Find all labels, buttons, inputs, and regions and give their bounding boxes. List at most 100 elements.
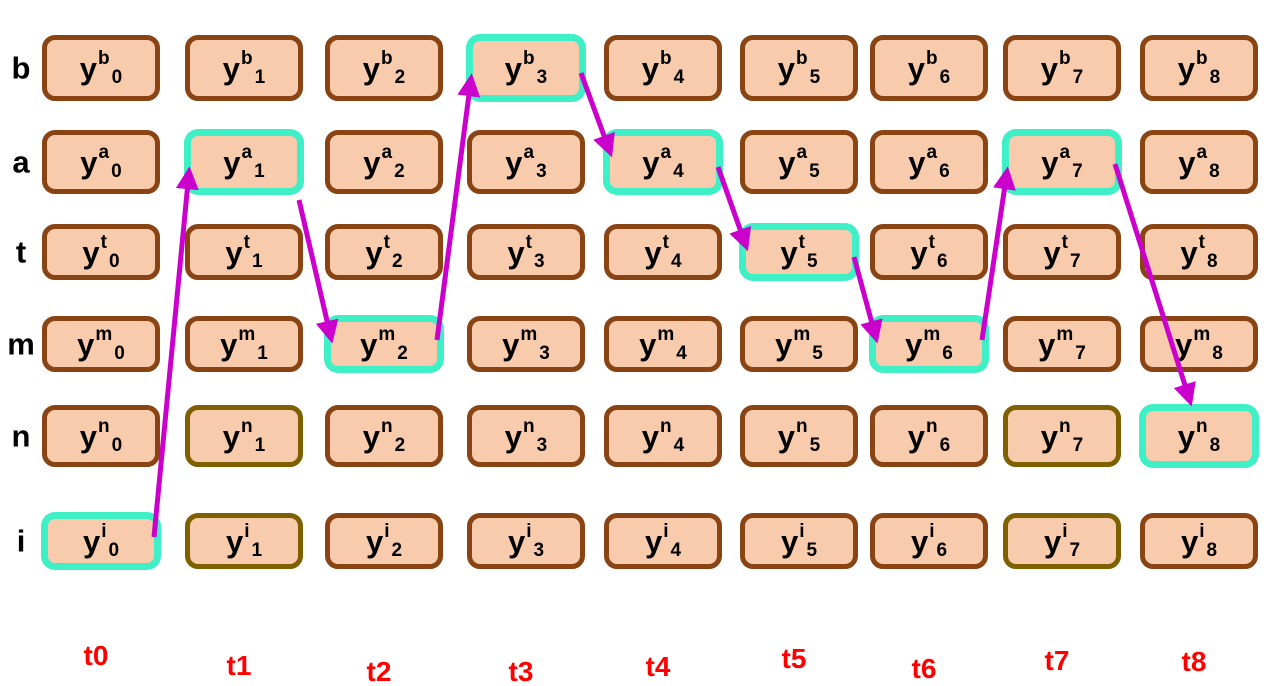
cell-subscript: 6	[937, 250, 948, 272]
time-label-t5: t5	[781, 643, 807, 674]
cell-base-symbol: y	[1041, 144, 1059, 180]
cell-base-symbol: y	[641, 50, 660, 86]
cell-base-symbol: y	[363, 144, 381, 180]
cell-superscript: m	[1193, 323, 1211, 345]
cell-subscript: 3	[536, 434, 548, 456]
cell-base-symbol: y	[910, 234, 928, 270]
row-label-m: m	[7, 326, 35, 362]
cell-superscript: i	[1062, 520, 1068, 542]
cell-base-symbol: y	[641, 418, 660, 454]
cell-superscript: i	[1199, 520, 1205, 542]
cell-subscript: 5	[809, 434, 821, 456]
cell-base-symbol: y	[505, 144, 523, 180]
cell-superscript: m	[95, 323, 113, 345]
row-label-b: b	[11, 50, 31, 86]
cell-subscript: 2	[391, 539, 403, 561]
cell-superscript: m	[793, 323, 811, 345]
cell-subscript: 2	[392, 250, 403, 272]
cell-base-symbol: y	[502, 326, 520, 362]
cell-base-symbol: y	[223, 144, 241, 180]
cell-subscript: 7	[1069, 539, 1081, 561]
cell-subscript: 1	[252, 250, 263, 272]
cell-superscript: i	[799, 520, 805, 542]
cell-superscript: m	[923, 323, 941, 345]
cell-base-symbol: y	[908, 144, 926, 180]
cell-superscript: n	[796, 415, 808, 437]
cell-superscript: n	[926, 415, 938, 437]
cell-subscript: 0	[111, 160, 122, 182]
cell-subscript: 3	[534, 250, 545, 272]
cell-base-symbol: y	[82, 234, 100, 270]
cell-superscript: b	[98, 47, 110, 69]
cell-base-symbol: y	[778, 144, 796, 180]
cell-base-symbol: y	[642, 144, 660, 180]
cell-superscript: b	[381, 47, 393, 69]
cell-superscript: n	[1059, 415, 1071, 437]
cell-subscript: 2	[394, 160, 405, 182]
cell-subscript: 4	[671, 250, 682, 272]
cell-subscript: 1	[257, 342, 268, 364]
cell-subscript: 2	[394, 66, 406, 88]
cell-subscript: 1	[254, 160, 265, 182]
cell-subscript: 0	[109, 250, 120, 272]
cell-superscript: t	[928, 231, 935, 253]
cell-subscript: 4	[673, 160, 684, 182]
cell-base-symbol: y	[365, 523, 384, 559]
cell-superscript: n	[523, 415, 535, 437]
cell-base-symbol: y	[780, 523, 799, 559]
cell-base-symbol: y	[780, 234, 798, 270]
cell-subscript: 2	[394, 434, 406, 456]
cell-subscript: 8	[1209, 434, 1221, 456]
cell-superscript: i	[929, 520, 935, 542]
cell-subscript: 1	[251, 539, 263, 561]
cell-superscript: b	[1059, 47, 1071, 69]
cell-subscript: 1	[254, 66, 266, 88]
cell-superscript: a	[1196, 141, 1208, 163]
cell-base-symbol: y	[1177, 50, 1196, 86]
cell-base-symbol: y	[1040, 50, 1059, 86]
cell-superscript: m	[1056, 323, 1074, 345]
cell-superscript: t	[798, 231, 805, 253]
cell-superscript: a	[660, 141, 672, 163]
cell-base-symbol: y	[910, 523, 929, 559]
cell-subscript: 0	[111, 434, 123, 456]
cell-base-symbol: y	[507, 523, 526, 559]
cell-base-symbol: y	[1040, 418, 1059, 454]
cell-subscript: 7	[1070, 250, 1081, 272]
cell-superscript: a	[241, 141, 253, 163]
cell-subscript: 7	[1072, 160, 1083, 182]
cell-subscript: 6	[939, 160, 950, 182]
cell-subscript: 5	[809, 160, 820, 182]
cell-superscript: t	[243, 231, 250, 253]
cell-base-symbol: y	[504, 418, 523, 454]
